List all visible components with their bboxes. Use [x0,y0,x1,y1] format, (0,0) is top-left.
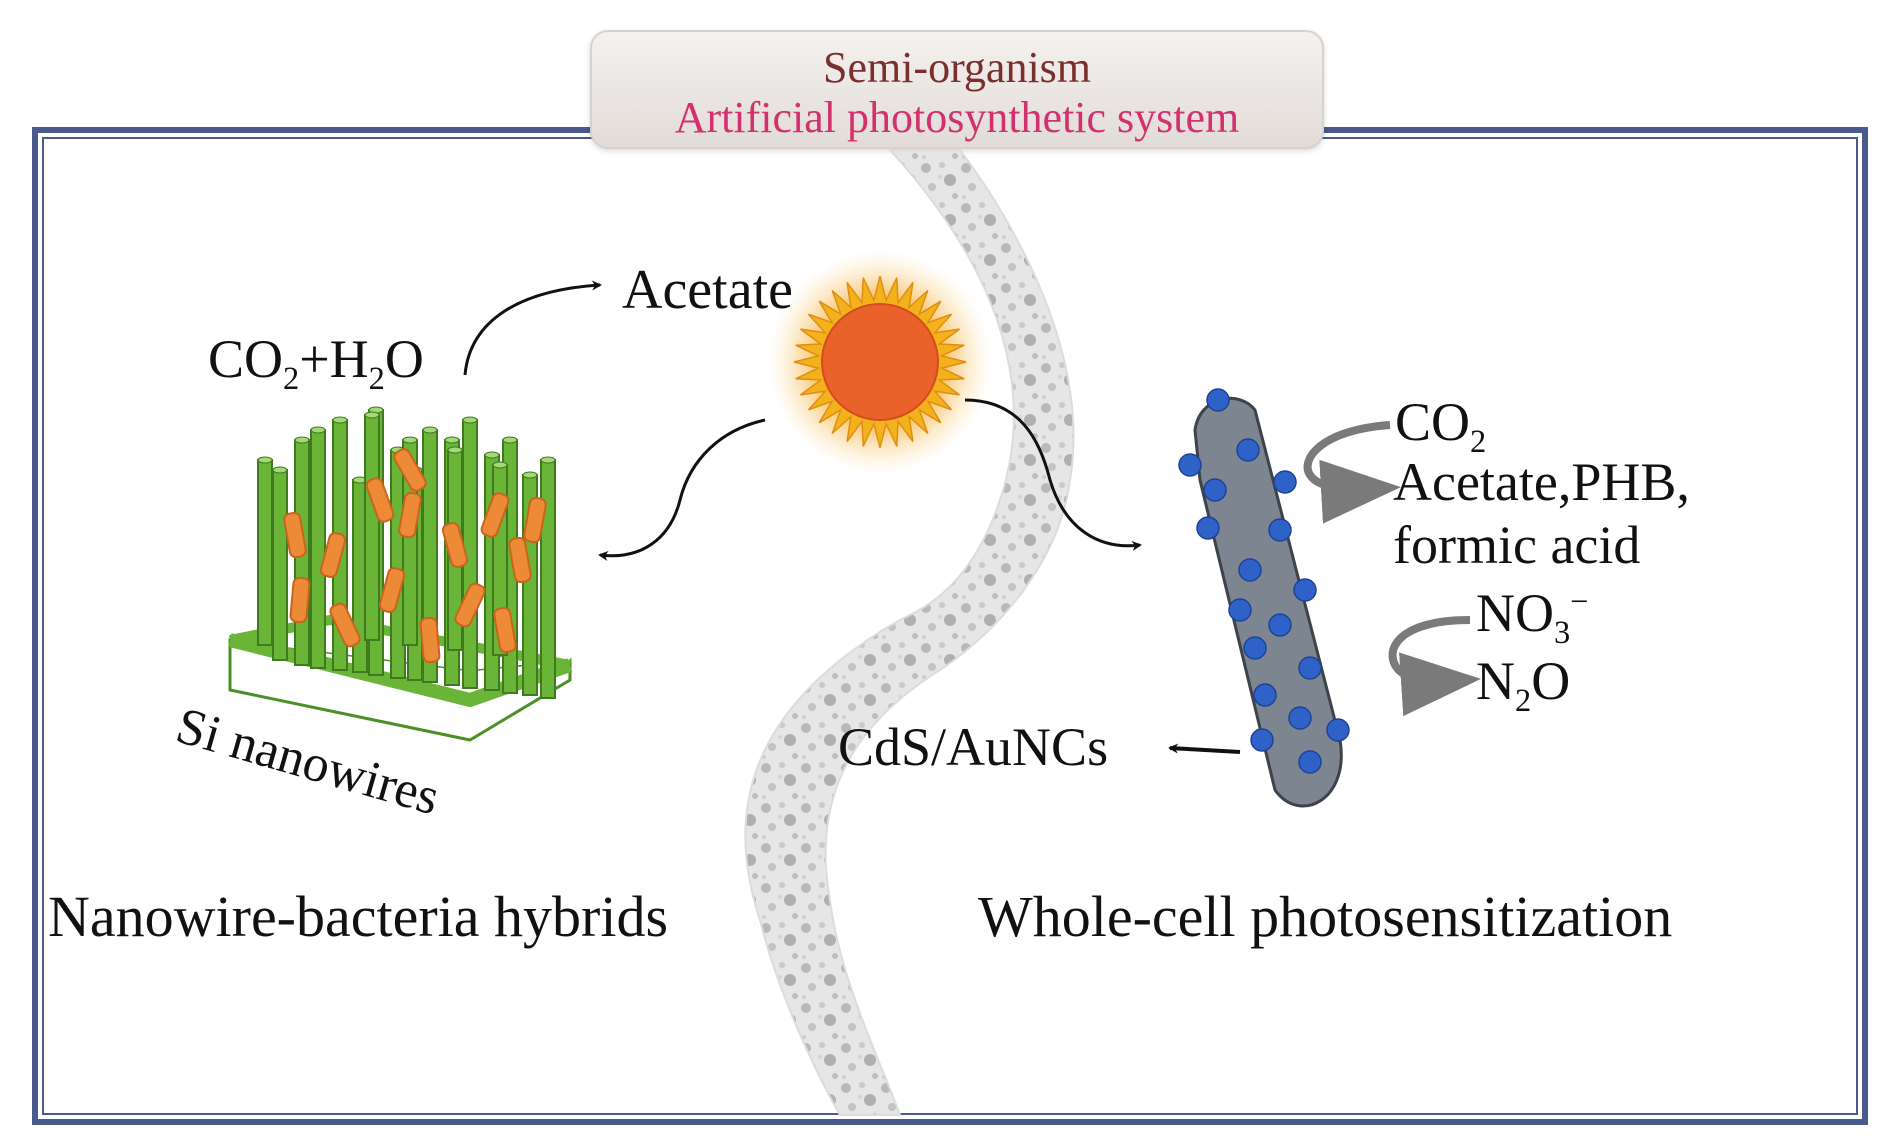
nanoparticle-dot [1298,656,1322,680]
nanoparticle-dot [1298,750,1322,774]
nanowire-rod-top [540,456,556,464]
nanoparticle-dot [1288,706,1312,730]
nanoparticle-dot [1268,518,1292,542]
nanowire-array-illustration [228,406,573,742]
bacterium-orange [365,477,395,523]
arrow-sun-to-nanowires [598,418,766,561]
nanoparticle-dot [1250,728,1274,752]
arrow-cell-to-particle-label [1168,743,1241,754]
nanowire-rod-top [294,436,310,444]
arrow-no3-conversion [1388,616,1481,717]
nanowire-rod-top [422,426,438,434]
nanowire-rod [272,469,288,661]
nanoparticle-dot [1203,478,1227,502]
bacterium-orange [508,536,532,584]
label-cds-aunc-particles: CdS/AuNCs [838,717,1109,777]
label-co2-h2o: CO2+H2O [208,329,424,397]
nanoparticle-dot [1273,470,1297,494]
nanowire-rod-top [502,436,518,444]
nanowire-rod-top [332,416,348,424]
nanowire-rod [540,459,556,699]
bacterium-orange [523,496,547,544]
nanoparticle-dot [1228,598,1252,622]
title-semi-organism: Semi-organism [822,43,1092,92]
nanoparticle-dot [1178,453,1202,477]
bacterium-cell-illustration [1178,388,1350,808]
bacterium-orange [378,567,406,613]
nanowire-rod-top [310,426,326,434]
bacterium-orange [289,576,311,624]
nanowire-rod-top [522,471,538,479]
membrane-divider [744,149,1075,1116]
nanowire-rod [310,429,326,669]
bacterium-orange [283,511,307,559]
nanowire-rod-top [402,436,418,444]
nanoparticle-dot [1243,636,1267,660]
nanowire-rod-top [462,416,478,424]
nanowire-rod-top [364,411,380,419]
nanowire-rod-top [447,446,463,454]
nanoparticle-dot [1236,438,1260,462]
label-acetate-product: Acetate [622,259,793,321]
nanoparticle-dot [1206,388,1230,412]
label-n2o: N2O [1476,651,1571,719]
nanoparticle-dot [1196,516,1220,540]
nanowire-rod-top [444,436,460,444]
bacterium-orange [441,522,469,568]
label-no3: NO3− [1476,583,1589,651]
nanoparticle-dot [1268,613,1292,637]
caption-whole-cell-photosensitization: Whole-cell photosensitization [978,884,1673,949]
nanoparticle-dot [1326,718,1350,742]
label-formic-acid: formic acid [1393,515,1641,575]
nanowire-rod [257,459,273,646]
title-box: Semi-organism Artificial photosynthetic … [590,30,1324,149]
bacterium-orange [480,492,510,538]
nanowire-rod [364,414,380,641]
bacterium-orange [454,582,486,628]
label-co2: CO2 [1395,392,1487,460]
nanoparticle-dot [1293,578,1317,602]
bacterium-orange [419,616,441,664]
title-artificial-photosynthetic-system: Artificial photosynthetic system [674,93,1240,142]
caption-nanowire-bacteria-hybrids: Nanowire-bacteria hybrids [48,884,669,949]
nanowire-rod-top [492,461,508,469]
arrow-co2-to-acetate [463,280,602,376]
bacterium-orange [493,606,517,654]
nanowire-rod-top [257,456,273,464]
arrow-sun-to-cell [964,398,1142,551]
nanoparticle-dot [1253,683,1277,707]
label-acetate-phb: Acetate,PHB, [1393,452,1690,512]
sun-icon [768,250,992,474]
bacterium-orange [329,602,361,648]
bacterium-orange [393,448,427,492]
arrow-co2-conversion [1303,421,1401,524]
bacterium-orange [398,491,422,539]
nanowire-rod-top [272,466,288,474]
bacterium-orange [319,532,347,578]
nanoparticle-dot [1238,558,1262,582]
nanowire-rod-top [484,451,500,459]
